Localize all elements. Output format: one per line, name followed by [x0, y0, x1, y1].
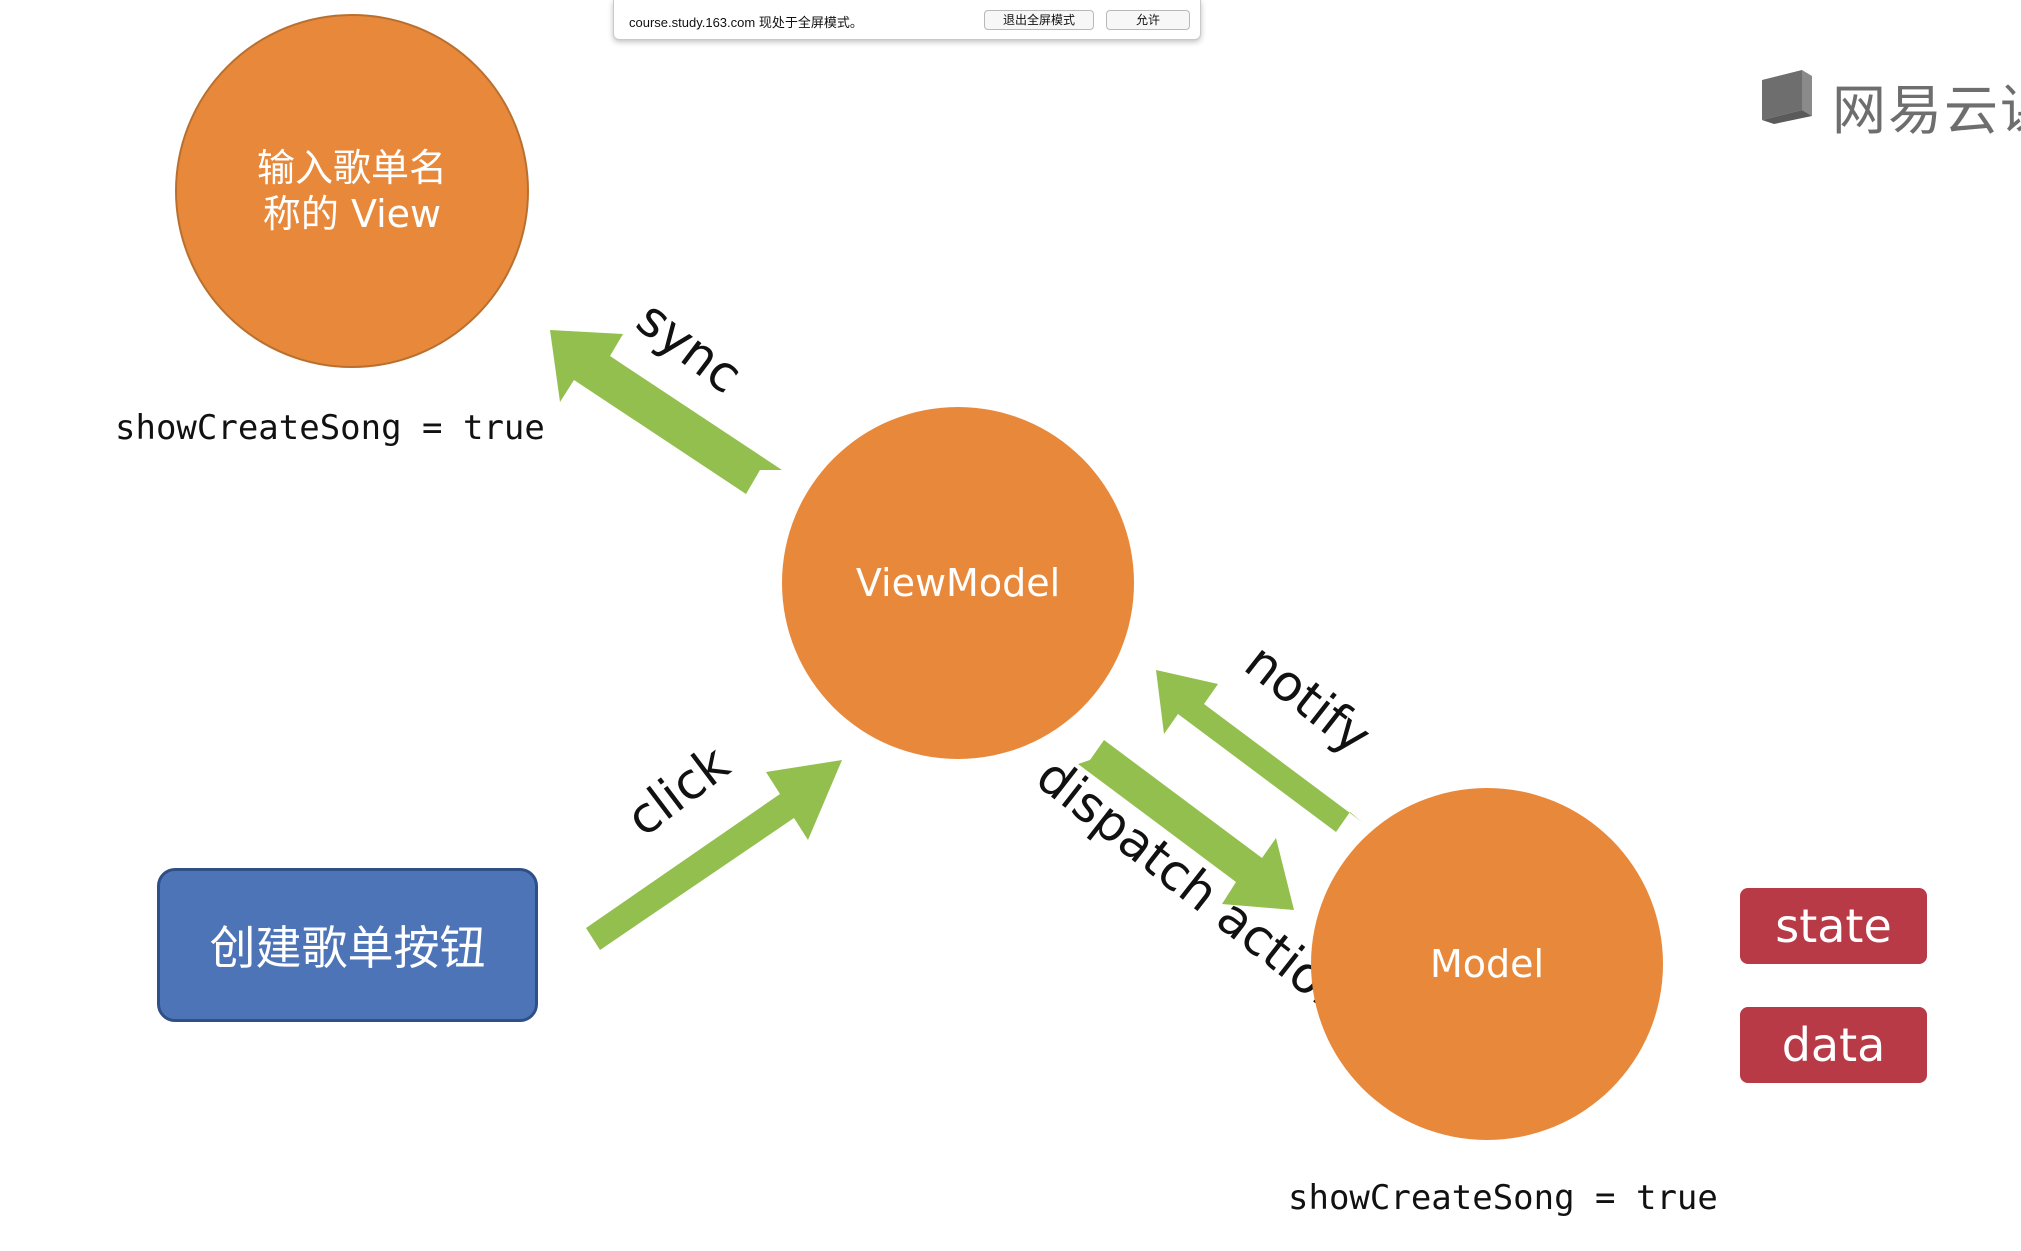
sync-arrow	[550, 330, 782, 494]
data-tag: data	[1740, 1007, 1927, 1083]
state-tag: state	[1740, 888, 1927, 964]
exit-fullscreen-button[interactable]: 退出全屏模式	[984, 10, 1094, 30]
model-node: Model	[1311, 788, 1663, 1140]
dispatch-arrow	[1078, 740, 1294, 910]
logo-text: 网易云课	[1832, 79, 2021, 142]
fullscreen-message: course.study.163.com 现处于全屏模式。	[629, 15, 863, 30]
click-arrow	[586, 760, 842, 950]
view-state-code: showCreateSong = true	[115, 408, 545, 448]
model-node-label: Model	[1429, 942, 1545, 986]
fullscreen-notice: course.study.163.com 现处于全屏模式。 退出全屏模式 允许	[613, 0, 1201, 40]
allow-button[interactable]: 允许	[1106, 10, 1190, 30]
view-node-label: 输入歌单名 称的 View	[256, 146, 447, 236]
viewmodel-node-label: ViewModel	[855, 561, 1061, 605]
book-icon	[1762, 70, 1812, 124]
create-playlist-button-node: 创建歌单按钮	[157, 868, 538, 1022]
notify-arrow	[1156, 670, 1362, 832]
state-tag-label: state	[1775, 899, 1892, 953]
viewmodel-node: ViewModel	[782, 407, 1134, 759]
view-node: 输入歌单名 称的 View	[175, 14, 529, 368]
create-playlist-button-label: 创建歌单按钮	[209, 921, 486, 975]
model-state-code: showCreateSong = true	[1288, 1178, 1718, 1218]
data-tag-label: data	[1781, 1018, 1886, 1072]
